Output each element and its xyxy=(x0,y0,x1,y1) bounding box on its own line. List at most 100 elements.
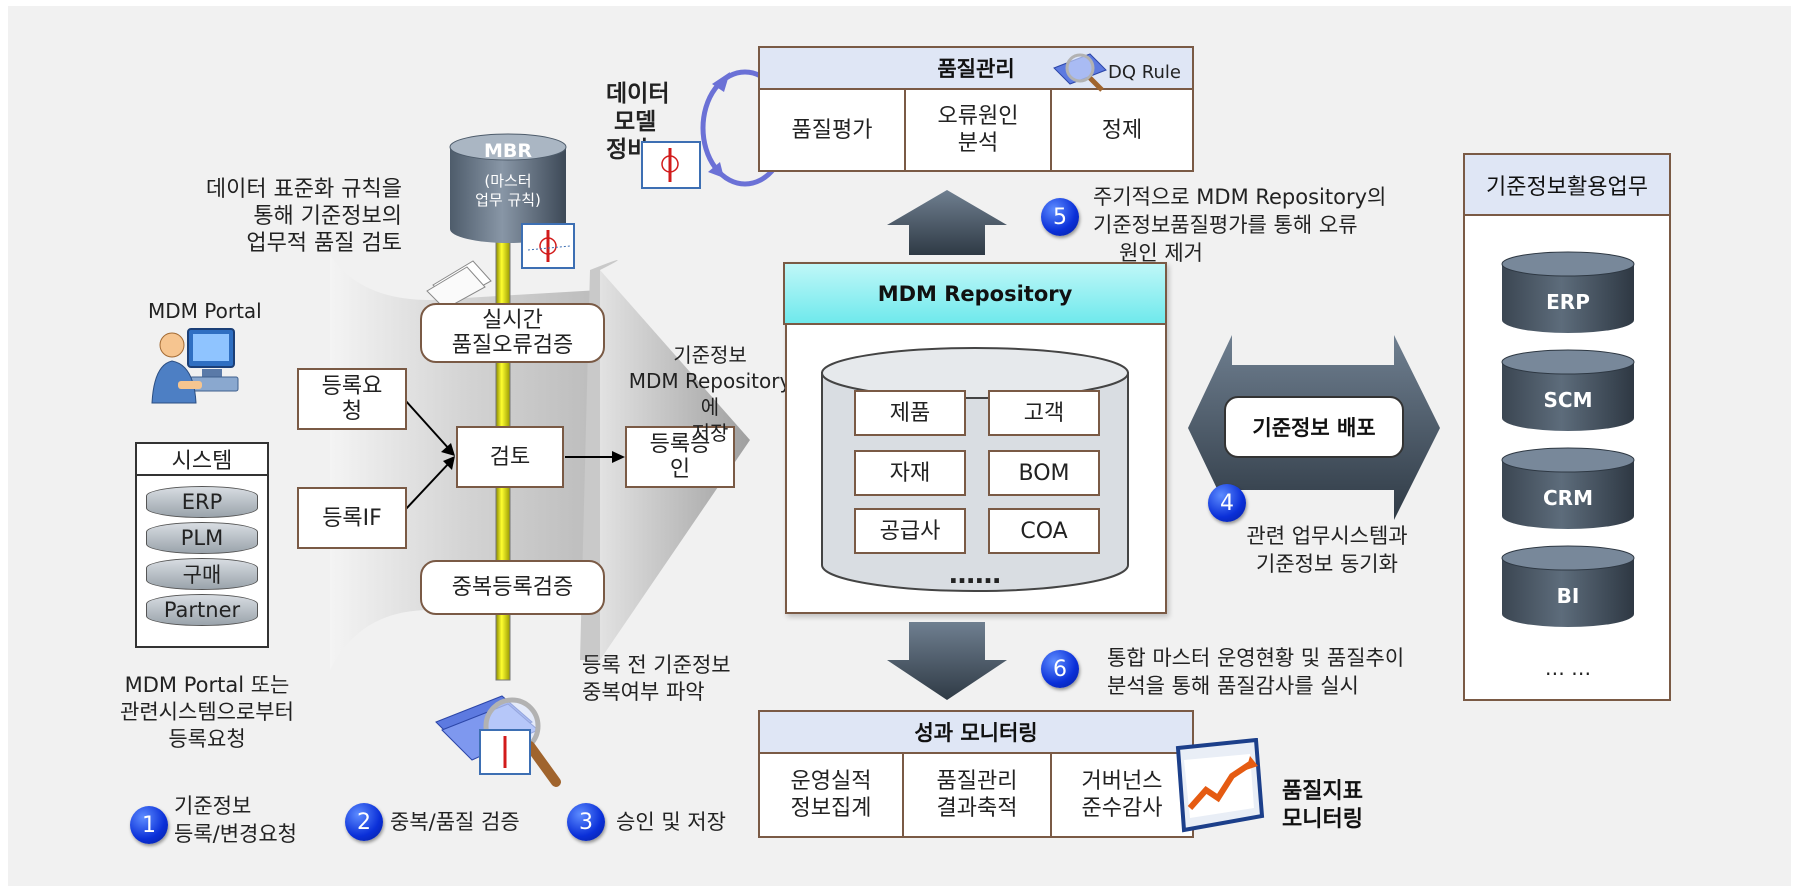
standardization-note-line: 데이터 표준화 규칙을 xyxy=(205,177,402,202)
approve-line: 등록승 xyxy=(649,432,711,457)
quality-cell-line: 품질평가 xyxy=(791,117,873,143)
system-item: 구매 xyxy=(146,558,258,590)
store-note-line: MDM Repository에 xyxy=(628,369,792,419)
registration-if-box: 등록IF xyxy=(297,487,407,549)
store-note-line: 저장 xyxy=(691,421,729,445)
mdm-repository-title: MDM Repository xyxy=(783,262,1167,325)
reg-request-line: 청 xyxy=(341,399,363,424)
duplicate-note: 등록 전 기준정보 중복여부 파악 xyxy=(582,652,731,706)
monitoring-cell-line: 품질관리 xyxy=(936,769,1018,794)
dup-note-line: 중복여부 파악 xyxy=(582,680,705,704)
request-note-line: 등록요청 xyxy=(168,727,246,751)
distribution-label: 기준정보 배포 xyxy=(1224,396,1404,458)
request-note: MDM Portal 또는 관련시스템으로부터 등록요청 xyxy=(92,672,322,753)
standardization-note-line: 통해 기준정보의 xyxy=(253,204,402,229)
repo-item-bom: BOM xyxy=(988,450,1100,496)
step-1-text: 기준정보 등록/변경요청 xyxy=(174,792,297,848)
util-system-crm: CRM xyxy=(1543,486,1593,510)
step-2-text: 중복/품질 검증 xyxy=(390,810,520,834)
step-4-badge: 4 xyxy=(1208,484,1246,522)
step-1-line: 기준정보 xyxy=(174,794,252,818)
quality-cell-line: 분석 xyxy=(957,131,999,156)
util-system-scm: SCM xyxy=(1543,388,1593,412)
quality-cell: 정제 xyxy=(1052,90,1192,170)
step-2-badge: 2 xyxy=(345,803,383,841)
mbr-subtitle-line: (마스터 xyxy=(484,172,532,190)
quality-management-title: 품질관리 xyxy=(760,48,1192,90)
note-6-line: 분석을 통해 품질감사를 실시 xyxy=(1107,674,1359,698)
note-6: 통합 마스터 운영현황 및 품질추이 분석을 통해 품질감사를 실시 xyxy=(1107,644,1404,700)
duplicate-check-box: 중복등록검증 xyxy=(420,560,605,615)
repo-item-supplier: 공급사 xyxy=(854,508,966,554)
monitoring-cell-line: 운영실적 xyxy=(790,769,872,794)
step-1-badge: 1 xyxy=(130,806,168,844)
monitoring-title: 성과 모니터링 xyxy=(760,712,1192,754)
util-more: … … xyxy=(1544,656,1592,680)
note-5-line: 기준정보품질평가를 통해 오류 xyxy=(1093,213,1358,237)
request-note-line: MDM Portal 또는 xyxy=(124,673,290,697)
system-panel: 시스템 ERP PLM 구매 Partner xyxy=(135,442,269,648)
mbr-subtitle: (마스터 업무 규칙) xyxy=(448,172,568,210)
note-5: 주기적으로 MDM Repository의 기준정보품질평가를 통해 오류 원인… xyxy=(1093,183,1386,267)
store-note-line: 기준정보 xyxy=(673,343,747,367)
monitoring-cell-line: 거버넌스 xyxy=(1081,769,1163,794)
mbr-database-icon xyxy=(449,133,567,243)
review-box: 검토 xyxy=(456,426,564,488)
store-note: 기준정보 MDM Repository에 저장 xyxy=(620,342,800,446)
step-6-badge: 6 xyxy=(1041,650,1079,688)
approve-line: 인 xyxy=(669,457,691,482)
request-note-line: 관련시스템으로부터 xyxy=(120,700,294,724)
note-4: 관련 업무시스템과 기준정보 동기화 xyxy=(1222,522,1432,578)
standardization-note: 데이터 표준화 규칙을 통해 기준정보의 업무적 품질 검토 xyxy=(172,176,402,257)
repo-item-product: 제품 xyxy=(854,390,966,436)
util-system-erp: ERP xyxy=(1546,290,1590,314)
rule-document-icon xyxy=(521,223,575,269)
standardization-note-line: 업무적 품질 검토 xyxy=(246,231,402,256)
kpi-label-line: 품질지표 xyxy=(1282,779,1363,804)
paper-sheets-icon xyxy=(426,260,492,305)
folder-search-icon xyxy=(435,695,561,787)
repo-item-customer: 고객 xyxy=(988,390,1100,436)
mbr-title: MBR xyxy=(483,140,533,162)
mbr-subtitle-line: 업무 규칙) xyxy=(475,191,541,209)
realtime-check-line: 품질오류검증 xyxy=(451,333,574,358)
quality-cell-line: 정제 xyxy=(1101,117,1143,143)
trend-chart-icon xyxy=(1175,738,1265,833)
data-model-line: 모델 xyxy=(614,109,657,135)
step-3-text: 승인 및 저장 xyxy=(616,810,726,834)
step-5-badge: 5 xyxy=(1041,198,1079,236)
model-document-icon xyxy=(641,141,701,189)
quality-cell: 품질평가 xyxy=(760,90,906,170)
utilization-title: 기준정보활용업무 xyxy=(1463,153,1671,216)
step-1-line: 등록/변경요청 xyxy=(174,822,297,846)
dq-magnifier-icon xyxy=(1053,53,1107,92)
mdm-portal-label: MDM Portal xyxy=(148,299,262,323)
realtime-check-line: 실시간 xyxy=(482,308,543,333)
system-item: PLM xyxy=(146,522,258,554)
note-6-line: 통합 마스터 운영현황 및 품질추이 xyxy=(1107,646,1405,670)
note-5-line: 원인 제거 xyxy=(1119,241,1203,265)
repo-more: …… xyxy=(949,560,1001,590)
step-3-badge: 3 xyxy=(567,803,605,841)
dup-note-line: 등록 전 기준정보 xyxy=(582,653,731,677)
system-item: Partner xyxy=(146,594,258,626)
user-computer-icon xyxy=(151,328,239,404)
note-4-line: 관련 업무시스템과 xyxy=(1246,524,1408,548)
note-4-line: 기준정보 동기화 xyxy=(1256,552,1398,576)
repo-item-coa: COA xyxy=(988,508,1100,554)
monitoring-cell-line: 정보집계 xyxy=(790,796,872,821)
monitoring-cell-line: 준수감사 xyxy=(1081,796,1163,821)
note-5-line: 주기적으로 MDM Repository의 xyxy=(1093,185,1387,209)
kpi-label-line: 모니터링 xyxy=(1282,807,1363,832)
